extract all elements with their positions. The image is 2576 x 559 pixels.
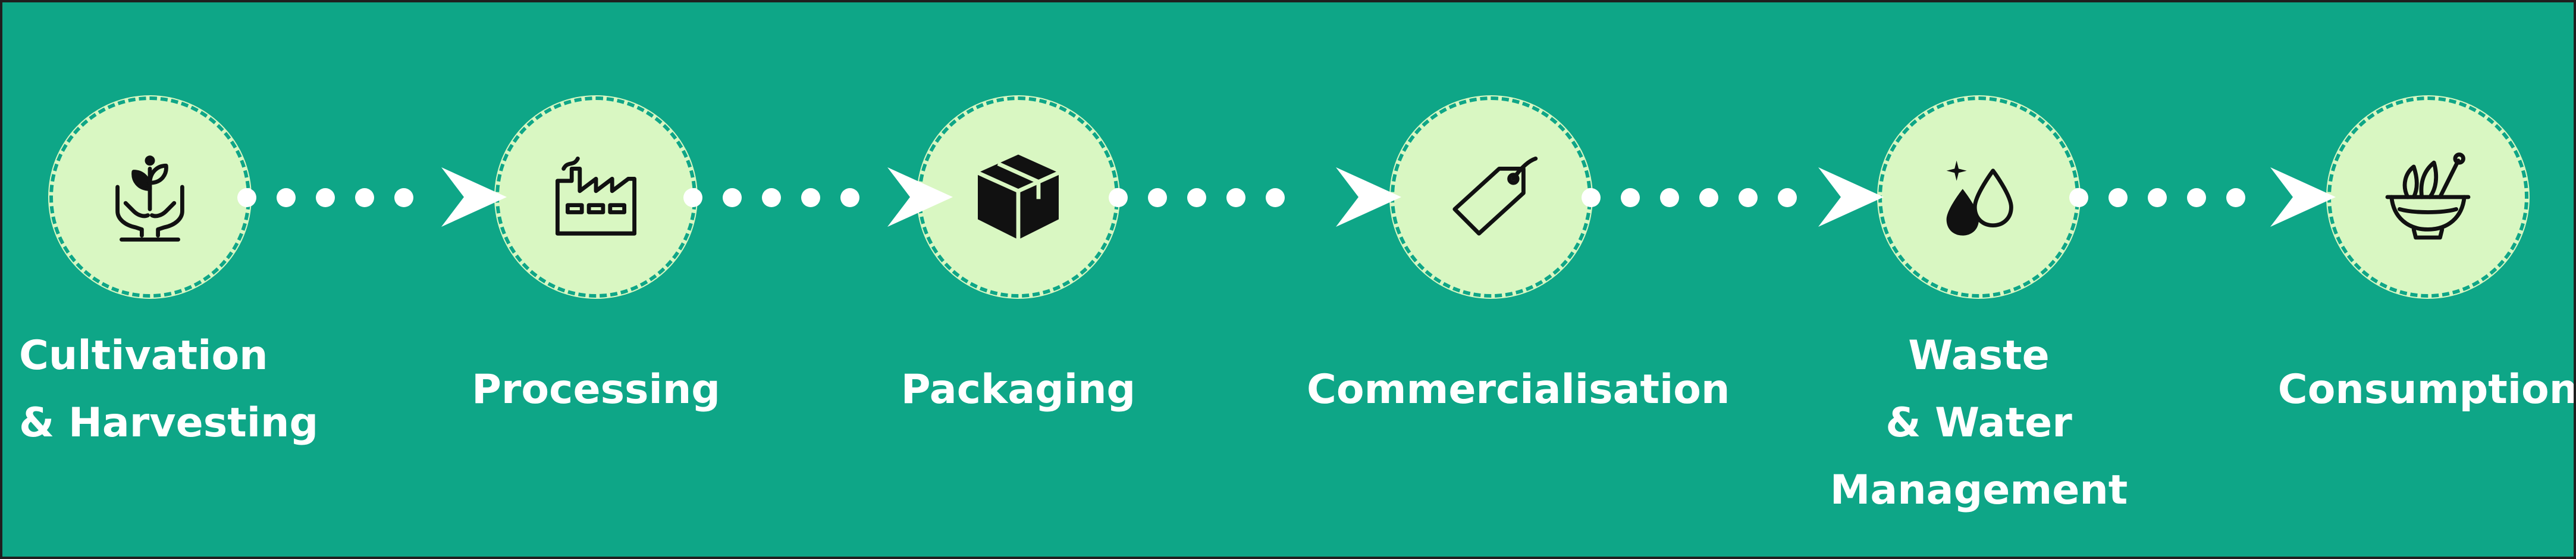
label-line: Processing (472, 366, 720, 413)
connector-dot (1778, 188, 1797, 207)
connector-dot (1226, 188, 1245, 207)
connector-4 (1582, 167, 1885, 227)
stage-label-consumption: Consumption (2244, 356, 2576, 423)
connector-dot (316, 188, 335, 207)
stage-label-commercialisation: Commercialisation (1307, 356, 1730, 423)
connector-1 (237, 167, 511, 227)
stage-circle-packaging (918, 96, 1119, 298)
connector-dot (1109, 188, 1128, 207)
connector-dot (394, 188, 413, 207)
connector-dot (1739, 188, 1758, 207)
label-line: Packaging (900, 366, 1136, 413)
label-line: & Water (1885, 399, 2072, 446)
connector-dot (1621, 188, 1640, 207)
connector-dot (2187, 188, 2206, 207)
connector-dot (2109, 188, 2128, 207)
stage-label-packaging: Packaging (834, 356, 1203, 423)
connector-dot (2069, 188, 2088, 207)
food-bowl-icon (2385, 152, 2471, 240)
stage-circle-cultivation (49, 96, 250, 298)
label-line: Commercialisation (1307, 366, 1730, 413)
connector-dot (355, 188, 374, 207)
label-line: Management (1830, 467, 2128, 514)
label-line: Cultivation (19, 332, 268, 379)
connector-dot (762, 188, 781, 207)
factory-icon (556, 157, 636, 236)
connector-dot (683, 188, 702, 207)
arrow-right-icon (1818, 167, 1884, 227)
connector-dot (1582, 188, 1601, 207)
connector-dot (840, 188, 859, 207)
connector-dot (801, 188, 820, 207)
connector-5 (2069, 167, 2337, 227)
connector-dot (277, 188, 296, 207)
stage-circle-processing (495, 96, 696, 298)
stage-label-cultivation: Cultivation & Harvesting (19, 322, 388, 457)
stage-circle-consumption (2327, 96, 2528, 298)
label-line: Consumption (2277, 366, 2576, 413)
stage-label-processing: Processing (412, 356, 780, 423)
water-drops-icon (1946, 160, 2013, 236)
stage-circle-waste-water (1878, 96, 2079, 298)
stage-circle-commercialisation (1391, 96, 1592, 298)
connector-3 (1109, 167, 1401, 227)
connector-dot (1187, 188, 1206, 207)
arrow-right-icon (441, 167, 507, 227)
arrow-right-icon (1336, 167, 1401, 227)
connector-dot (2148, 188, 2167, 207)
stage-label-waste-water: Waste & Water Management (1794, 322, 2163, 524)
arrow-right-icon (2270, 167, 2336, 227)
connector-dot (1660, 188, 1679, 207)
connector-dot (723, 188, 742, 207)
connector-dot (2226, 188, 2245, 207)
connector-dot (237, 188, 256, 207)
package-box-icon (977, 154, 1060, 240)
connector-dot (1699, 188, 1718, 207)
label-line: Waste (1908, 332, 2050, 379)
connector-2 (683, 167, 957, 227)
connector-dot (1266, 188, 1285, 207)
connector-dot (1148, 188, 1167, 207)
hands-holding-plant-icon (115, 155, 184, 242)
price-tag-icon (1452, 157, 1538, 236)
label-line: & Harvesting (19, 399, 319, 446)
arrow-right-icon (887, 167, 953, 227)
